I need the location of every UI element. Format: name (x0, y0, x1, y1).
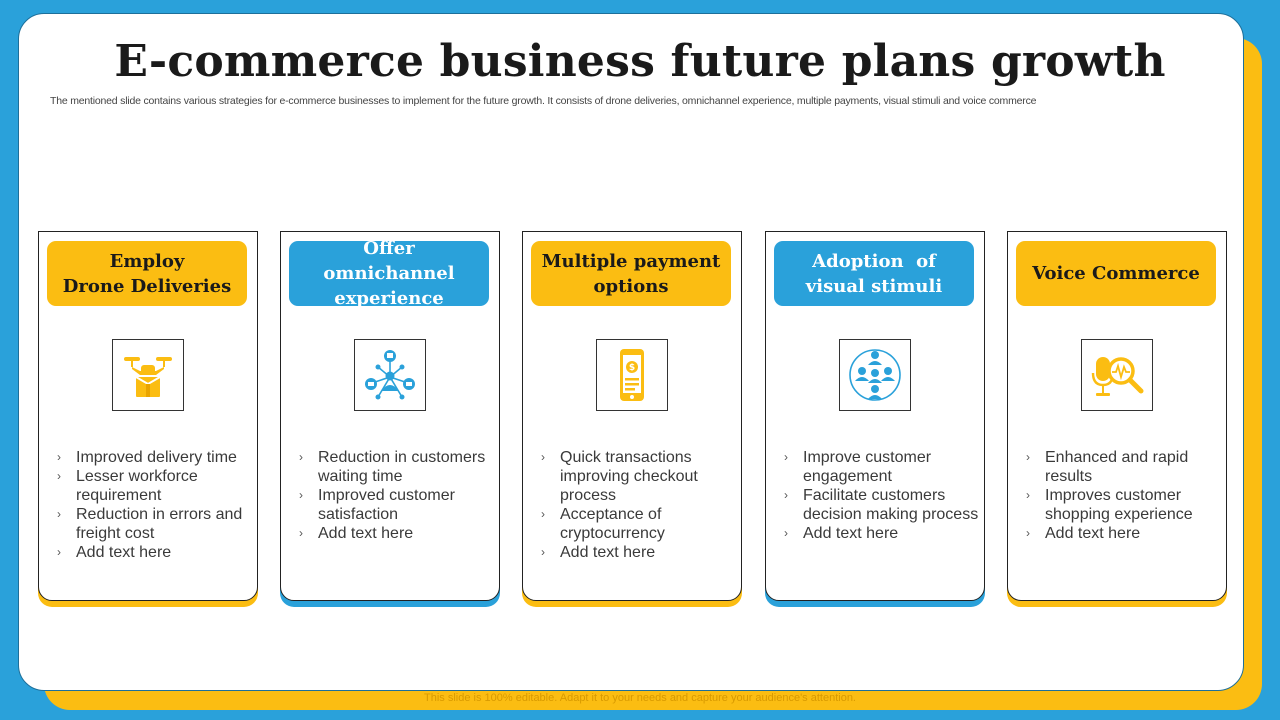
card-heading-line: Voice Commerce (1032, 263, 1200, 284)
card-drone-deliveries: Employ Drone Deliveries Improved (38, 231, 258, 607)
card-heading-line: experience (334, 288, 444, 309)
card-heading: Voice Commerce (1016, 241, 1216, 306)
mobile-payment-icon: $ (620, 349, 644, 401)
slide-title: E-commerce business future plans growth (114, 36, 1166, 87)
svg-text:$: $ (629, 363, 635, 373)
omnichannel-network-icon (365, 350, 415, 400)
card-visual-stimuli: Adoption of visual stimuli (765, 231, 985, 607)
card-heading: Multiple payment options (531, 241, 731, 306)
card-heading: Employ Drone Deliveries (47, 241, 247, 306)
card-heading: Adoption of visual stimuli (774, 241, 974, 306)
card-heading: Offer omnichannel experience (289, 238, 489, 309)
card-heading-line: Adoption of (812, 250, 936, 272)
card-bullets: Quick transactions improving checkout pr… (539, 448, 739, 562)
icon-frame: $ (596, 339, 668, 411)
icon-frame (839, 339, 911, 411)
icon-frame (354, 339, 426, 411)
card-body: Employ Drone Deliveries Improved (38, 231, 258, 601)
card-heading-line: options (593, 275, 669, 297)
card-voice-commerce: Voice Commerce Enhanced and rapid result… (1007, 231, 1227, 607)
card-bullets: Improve customer engagement Facilitate c… (782, 448, 982, 543)
list-item: Improved customer satisfaction (297, 486, 497, 524)
list-item: Reduction in customers waiting time (297, 448, 497, 486)
card-multiple-payment: Multiple payment options $ Quick transac… (522, 231, 742, 607)
list-item: Improve customer engagement (782, 448, 982, 486)
icon-frame (1081, 339, 1153, 411)
list-item: Add text here (55, 543, 255, 562)
list-item: Enhanced and rapid results (1024, 448, 1224, 486)
card-bullets: Improved delivery time Lesser workforce … (55, 448, 255, 562)
slide-footer-note: This slide is 100% editable. Adapt it to… (424, 692, 856, 704)
list-item: Quick transactions improving checkout pr… (539, 448, 739, 505)
card-omnichannel: Offer omnichannel experience (280, 231, 500, 607)
card-body: Offer omnichannel experience (280, 231, 500, 601)
people-group-icon (849, 349, 901, 401)
card-heading-line: Drone Deliveries (62, 275, 232, 297)
list-item: Facilitate customers decision making pro… (782, 486, 982, 524)
card-body: Voice Commerce Enhanced and rapid result… (1007, 231, 1227, 601)
voice-search-icon (1091, 357, 1144, 396)
list-item: Add text here (782, 524, 982, 543)
list-item: Improves customer shopping experience (1024, 486, 1224, 524)
card-heading-line: Offer omnichannel (323, 238, 455, 284)
slide-subtitle: The mentioned slide contains various str… (50, 95, 1037, 107)
card-bullets: Enhanced and rapid results Improves cust… (1024, 448, 1224, 543)
list-item: Add text here (1024, 524, 1224, 543)
card-heading-line: Employ (109, 250, 185, 272)
card-heading-line: visual stimuli (805, 275, 943, 297)
list-item: Improved delivery time (55, 448, 255, 467)
list-item: Add text here (539, 543, 739, 562)
list-item: Reduction in errors and freight cost (55, 505, 255, 543)
card-body: Multiple payment options $ Quick transac… (522, 231, 742, 601)
list-item: Lesser workforce requirement (55, 467, 255, 505)
list-item: Add text here (297, 524, 497, 543)
list-item: Acceptance of cryptocurrency (539, 505, 739, 543)
drone-delivery-icon (124, 357, 172, 397)
card-heading-line: Multiple payment (541, 250, 721, 272)
card-bullets: Reduction in customers waiting time Impr… (297, 448, 497, 543)
card-body: Adoption of visual stimuli (765, 231, 985, 601)
icon-frame (112, 339, 184, 411)
